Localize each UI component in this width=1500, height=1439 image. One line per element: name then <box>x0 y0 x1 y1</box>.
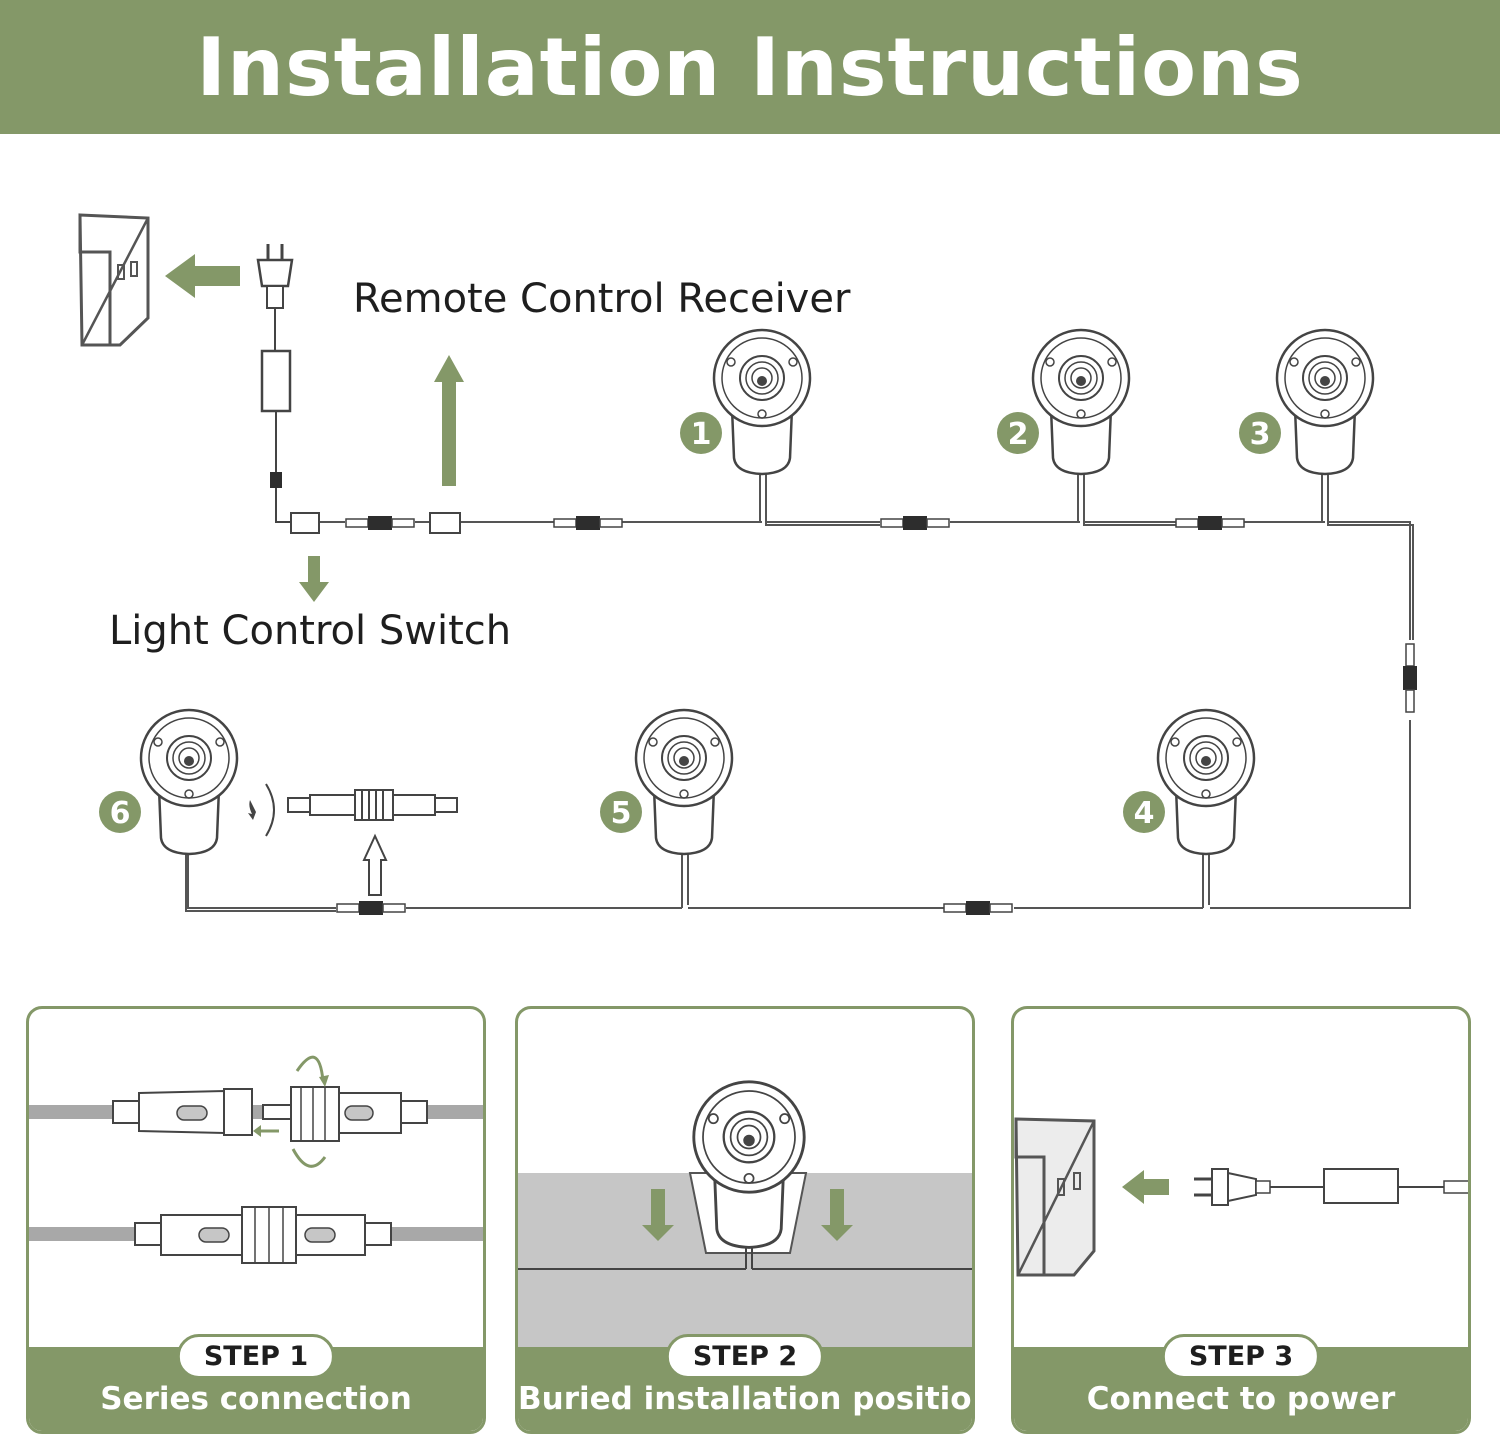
step-1-panel: Series connection STEP 1 <box>26 1006 486 1434</box>
step-2-caption: Buried installation position <box>518 1381 975 1417</box>
step-1-footer: Series connection <box>29 1347 483 1431</box>
step-3-caption: Connect to power <box>1086 1381 1396 1417</box>
title-banner: Installation Instructions <box>0 0 1500 134</box>
svg-text:2: 2 <box>1008 417 1029 452</box>
switch-arrow <box>299 556 329 602</box>
connector-detail <box>287 789 458 821</box>
light-control-switch <box>290 512 320 534</box>
step-1-caption: Series connection <box>100 1381 412 1417</box>
power-adapter <box>260 349 292 413</box>
svg-text:4: 4 <box>1134 796 1155 831</box>
svg-text:6: 6 <box>110 796 131 831</box>
receiver-label: Remote Control Receiver <box>353 276 851 322</box>
badge-4: 4 <box>1123 791 1165 833</box>
remote-control-receiver <box>429 512 461 534</box>
step-2-badge: STEP 2 <box>665 1334 825 1379</box>
plug-in-arrow <box>165 254 240 298</box>
badge-6: 6 <box>99 791 141 833</box>
svg-text:5: 5 <box>611 796 632 831</box>
receiver-arrow <box>434 355 464 486</box>
badge-3: 3 <box>1239 412 1281 454</box>
detail-arrow <box>362 833 388 896</box>
series-connection-illustration <box>29 1055 483 1264</box>
step-3-badge: STEP 3 <box>1161 1334 1321 1379</box>
badge-1: 1 <box>680 412 722 454</box>
spotlight-1 <box>712 328 812 476</box>
step-2-footer: Buried installation position <box>518 1347 972 1431</box>
spotlight-5 <box>634 708 734 856</box>
step-1-badge: STEP 1 <box>176 1334 336 1379</box>
step-3-panel: Connect to power STEP 3 <box>1011 1006 1471 1434</box>
spotlight-6 <box>139 708 239 856</box>
switch-label: Light Control Switch <box>109 608 512 654</box>
badge-5: 5 <box>600 791 642 833</box>
rotate-arrow <box>265 783 275 837</box>
page-title: Installation Instructions <box>196 20 1304 114</box>
connect-power-illustration <box>1014 1117 1468 1277</box>
step-2-panel: Buried installation position STEP 2 <box>515 1006 975 1434</box>
spotlight-4 <box>1156 708 1256 856</box>
spotlight-3 <box>1275 328 1375 476</box>
power-plug-icon <box>256 244 294 352</box>
wall-outlet-icon <box>78 213 150 347</box>
svg-text:1: 1 <box>691 417 712 452</box>
buried-installation-illustration <box>518 1080 972 1353</box>
svg-text:3: 3 <box>1250 417 1271 452</box>
wiring-diagram: 1 2 3 4 5 6 <box>78 213 1418 916</box>
badge-2: 2 <box>997 412 1039 454</box>
spotlight-2 <box>1031 328 1131 476</box>
